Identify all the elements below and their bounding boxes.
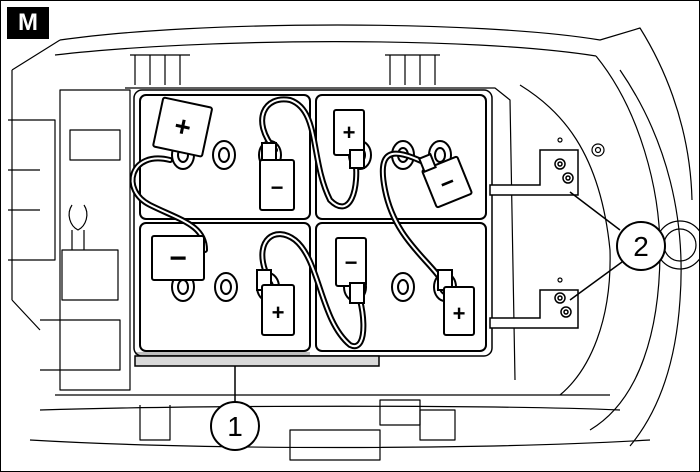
bracket-lower bbox=[489, 289, 579, 329]
vehicle-frame-outline bbox=[8, 24, 700, 461]
svg-text:+: + bbox=[343, 120, 356, 145]
svg-text:+: + bbox=[172, 110, 194, 144]
svg-text:+: + bbox=[453, 301, 466, 326]
terminal-top-left-minus: − bbox=[259, 142, 295, 211]
svg-text:−: − bbox=[169, 242, 187, 275]
terminal-top-right-plus: + bbox=[333, 109, 365, 169]
cables bbox=[129, 96, 448, 350]
post-bl-2 bbox=[214, 272, 238, 302]
terminal-connectors: + − + − − + bbox=[151, 96, 475, 336]
svg-text:−: − bbox=[345, 250, 358, 275]
terminal-bottom-right-minus: − bbox=[335, 237, 367, 304]
callout-1: 1 bbox=[210, 366, 260, 451]
terminal-bottom-right-plus: + bbox=[437, 269, 475, 336]
callout-2-label: 2 bbox=[633, 231, 649, 262]
battery-hold-down-strip bbox=[134, 355, 380, 367]
terminal-bottom-left-minus: − bbox=[151, 235, 205, 281]
post-br-2 bbox=[391, 272, 415, 302]
svg-text:−: − bbox=[271, 175, 284, 200]
terminal-bottom-left-plus: + bbox=[256, 269, 295, 336]
svg-text:+: + bbox=[272, 300, 285, 325]
terminal-top-left-plus: + bbox=[152, 96, 213, 158]
post-tl-2 bbox=[212, 140, 236, 170]
callout-2: 2 bbox=[569, 191, 666, 301]
mounting-brackets bbox=[489, 149, 579, 329]
bracket-upper bbox=[489, 149, 579, 196]
figure-badge: M bbox=[7, 7, 49, 39]
callout-1-label: 1 bbox=[227, 411, 243, 442]
terminal-top-right-minus: − bbox=[417, 152, 473, 209]
